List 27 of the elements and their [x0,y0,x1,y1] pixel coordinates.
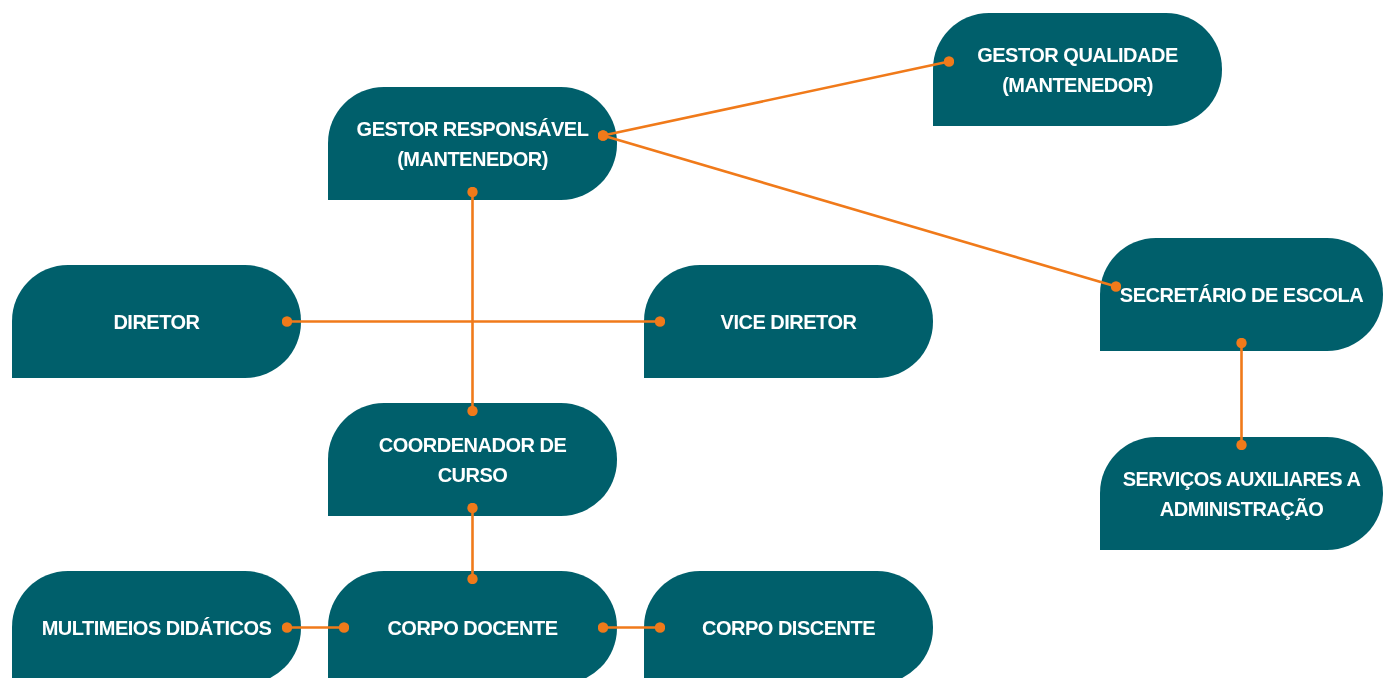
box-label: GESTOR QUALIDADE (MANTENEDOR) [976,42,1179,98]
box-label: VICE DIRETOR [720,309,857,335]
connector-line [281,622,350,633]
connector-line [597,130,1122,292]
box-label: SERVIÇOS AUXILIARES A ADMINISTRAÇÃO [1121,466,1362,522]
rounded-box [328,87,617,200]
connector-line [1236,337,1247,451]
rounded-box [328,571,617,678]
box-label: GESTOR RESPONSÁVEL (MANTENEDOR) [355,116,590,172]
rounded-box [644,265,933,378]
rounded-box [1100,238,1383,351]
box-label: SECRETÁRIO DE ESCOLA [1119,282,1364,308]
connector-line [467,186,478,417]
connector-line [281,316,666,327]
rounded-box [328,403,617,516]
rounded-box [933,13,1222,126]
box-label: CORPO DISCENTE [702,615,875,641]
rounded-box [12,571,301,678]
rounded-box [1100,437,1383,550]
rounded-box [12,265,301,378]
box-label: MULTIMEIOS DIDÁTICOS [41,615,272,641]
box-label: CORPO DOCENTE [387,615,558,641]
connector-line [597,622,666,633]
box-label: COORDENADOR DE CURSO [377,432,568,488]
connector-line [467,502,478,585]
rounded-box [644,571,933,678]
box-label: DIRETOR [113,309,200,335]
